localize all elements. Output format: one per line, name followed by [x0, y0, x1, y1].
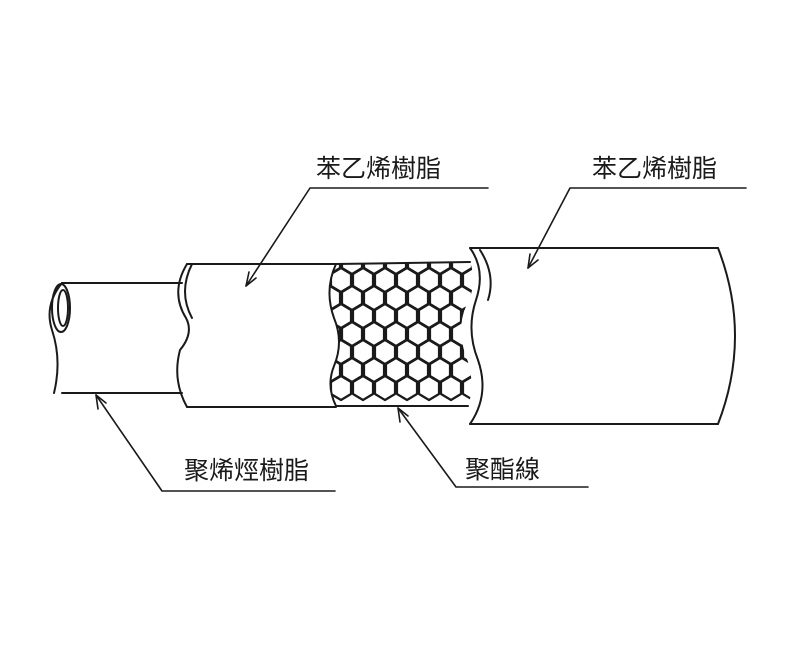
braid-cell — [461, 374, 474, 402]
braid-cell — [375, 232, 395, 256]
braid-cell — [485, 376, 505, 400]
braid-cell — [298, 250, 318, 274]
braid-mesh — [298, 232, 505, 402]
braid-cell — [298, 322, 318, 346]
braid-cell — [329, 302, 331, 330]
braid-cell — [329, 374, 331, 402]
braid-cell — [329, 320, 342, 348]
braid-cell — [441, 232, 461, 256]
braid-cell — [419, 232, 439, 256]
braid-cell — [485, 268, 505, 292]
braid-cell — [353, 232, 373, 256]
leader-lines — [95, 187, 747, 492]
inner-layer-label: 苯乙烯樹脂 — [592, 154, 718, 183]
braid-cell — [329, 266, 331, 294]
outer-jacket-label: 苯乙烯樹脂 — [316, 154, 442, 183]
braid-cell — [485, 304, 505, 328]
braid-cell — [329, 374, 353, 402]
braid-cell — [485, 232, 505, 256]
inner-tube — [48, 282, 183, 394]
outer-jacket — [469, 247, 736, 425]
braid-cell — [329, 338, 331, 366]
braid-cell — [472, 320, 474, 348]
braid-cell — [298, 286, 318, 310]
braid-cell — [439, 374, 463, 402]
inner-resin-layer — [176, 263, 337, 408]
braid-cell — [331, 232, 351, 256]
braid-cell — [485, 340, 505, 364]
braid-cell — [351, 374, 375, 402]
braid-label: 聚酯線 — [465, 455, 541, 484]
braid-cell — [298, 358, 318, 382]
braid-cell — [417, 374, 441, 402]
inner-tube-label: 聚烯烴樹脂 — [184, 456, 310, 485]
braid-cell — [309, 232, 329, 256]
braid-cell — [395, 374, 419, 402]
braid-cell — [472, 356, 474, 384]
braid-cell — [397, 232, 417, 256]
braid-cell — [373, 374, 397, 402]
